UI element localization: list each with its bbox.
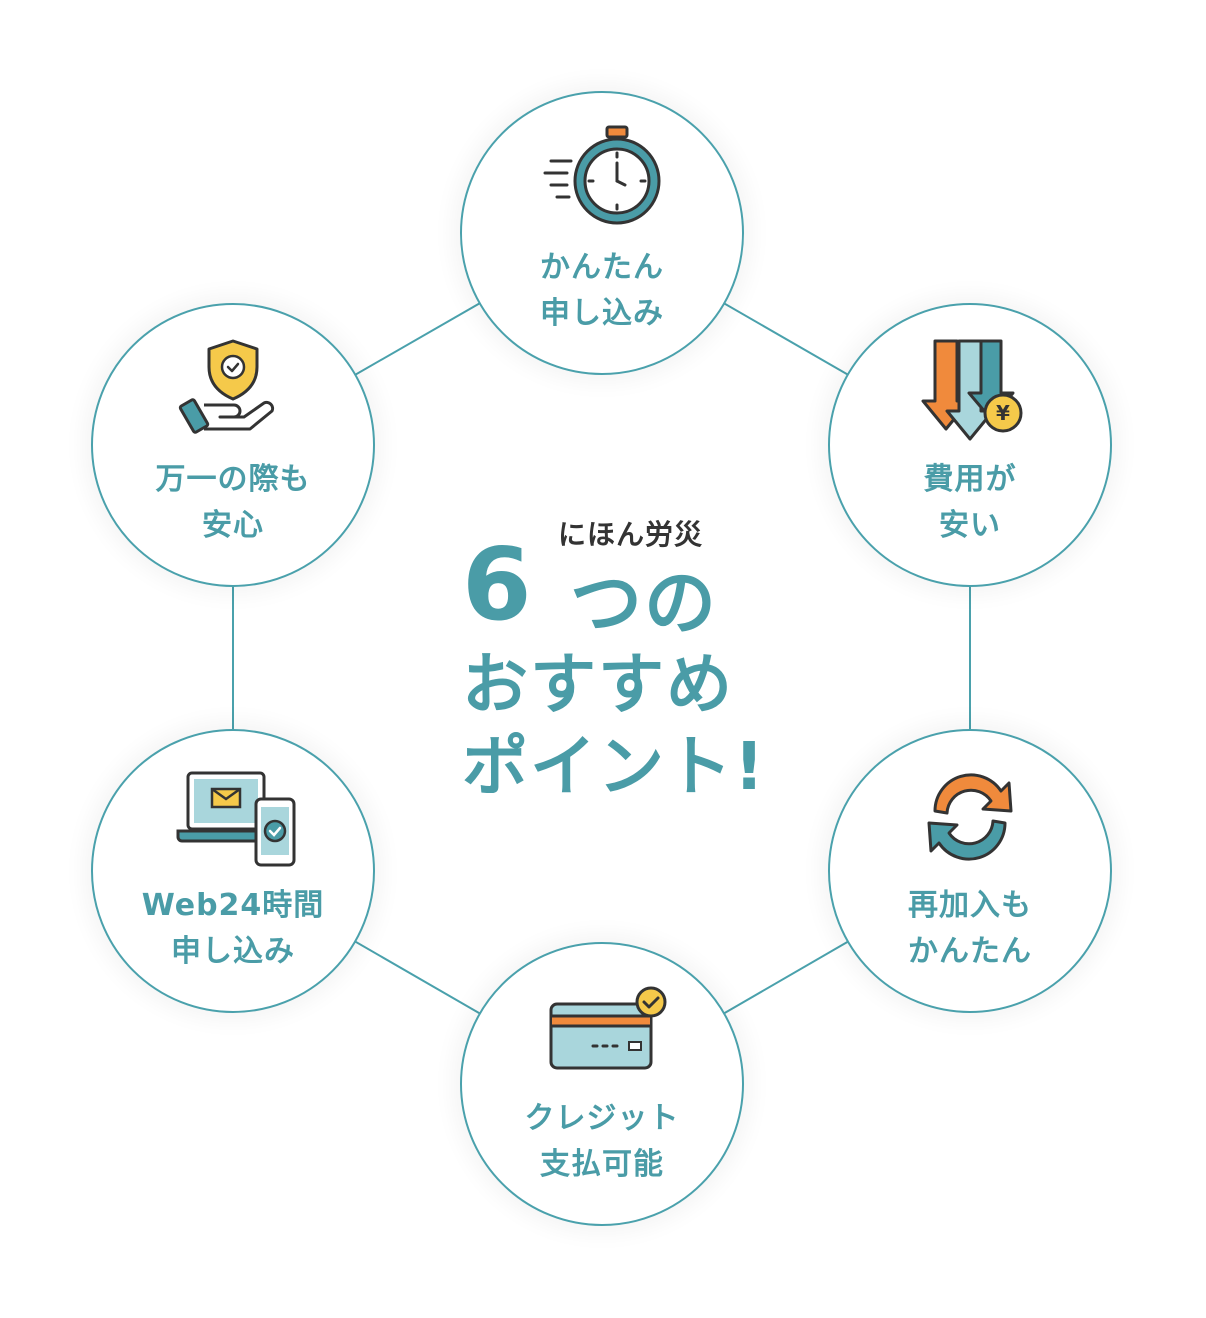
svg-text:¥: ¥ xyxy=(996,401,1010,425)
price-down-icon: ¥ xyxy=(921,339,1023,441)
devices-icon xyxy=(176,771,296,867)
heading-line2: おすすめ xyxy=(462,646,734,723)
point-label-line2: 申し込み xyxy=(540,296,664,331)
point-label-line2: かんたん xyxy=(908,934,1032,969)
heading-line3: ポイント! xyxy=(462,728,767,805)
point-label-line1: 再加入も xyxy=(908,888,1032,923)
point-easy-application: かんたん 申し込み xyxy=(460,91,744,375)
point-web-24h: Web24時間 申し込み xyxy=(91,729,375,1013)
point-label-line2: 安心 xyxy=(202,508,264,543)
point-label-line1: クレジット xyxy=(524,1101,680,1136)
center-heading: にほん労災 6 つの おすすめ ポイント! xyxy=(440,505,770,815)
refresh-icon xyxy=(927,773,1013,861)
shield-hand-icon xyxy=(178,339,275,434)
point-peace-of-mind: 万一の際も 安心 xyxy=(91,303,375,587)
point-label-line1: 万一の際も xyxy=(155,462,311,497)
point-easy-reenrollment: 再加入も かんたん xyxy=(828,729,1112,1013)
heading-line1: つの xyxy=(570,561,719,645)
credit-card-icon xyxy=(549,986,667,1070)
point-label-line1: かんたん xyxy=(540,250,664,285)
point-label-line2: 安い xyxy=(939,508,1001,543)
heading-subtitle: にほん労災 xyxy=(558,518,704,551)
point-label-line2: 支払可能 xyxy=(540,1147,664,1182)
point-credit-payment: クレジット 支払可能 xyxy=(460,942,744,1226)
point-label-line1: 費用が xyxy=(923,462,1017,497)
point-label-line2: 申し込み xyxy=(171,934,295,969)
stopwatch-icon xyxy=(543,125,661,225)
point-label-line1: Web24時間 xyxy=(141,888,325,923)
point-low-cost: ¥ 費用が 安い xyxy=(828,303,1112,587)
heading-number: 6 xyxy=(462,526,534,643)
